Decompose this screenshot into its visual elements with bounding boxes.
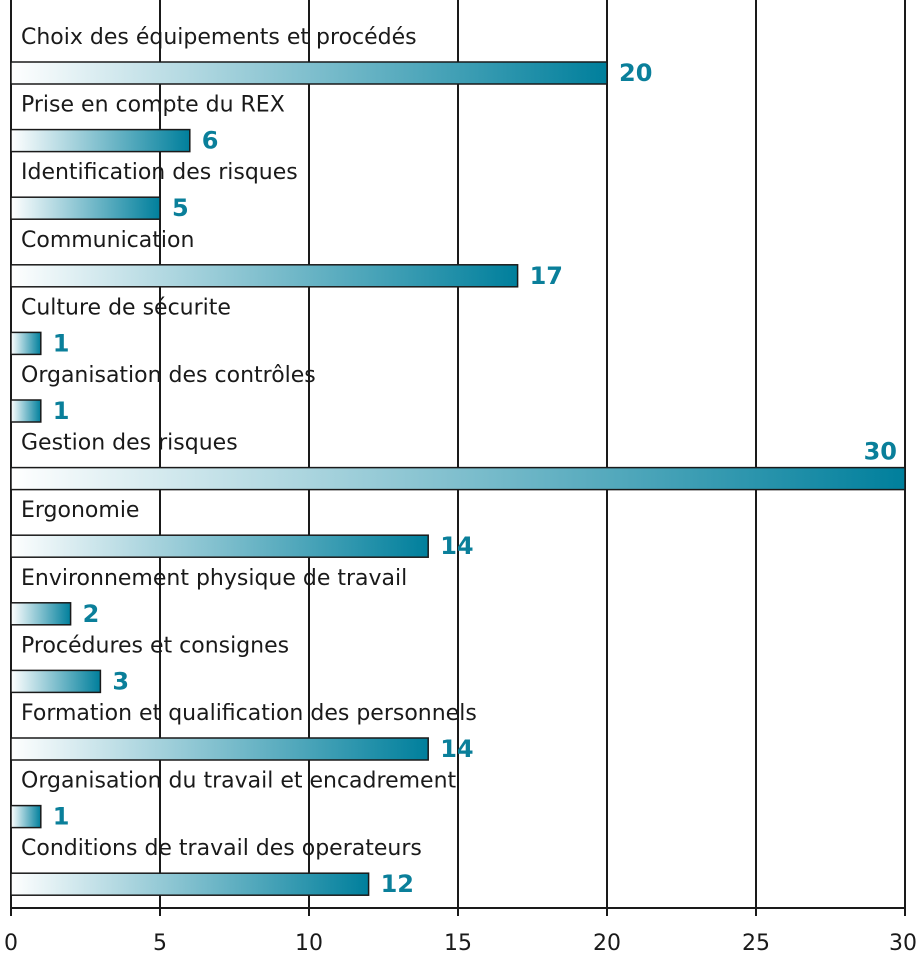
bar [10,872,370,896]
value-label: 3 [112,667,129,695]
x-tick-label: 20 [593,931,621,956]
category-label: Formation et qualification des personnel… [21,701,477,726]
category-label: Conditions de travail des operateurs [21,836,422,861]
category-label: Choix des équipements et procédés [21,25,417,50]
x-axis: 0 5 10 15 20 25 30 [4,907,917,956]
category-label: Communication [21,228,194,253]
bar [10,128,191,153]
value-label: 1 [53,329,70,357]
category-label: Organisation du travail et encadrement [21,769,457,794]
x-tick-label: 0 [4,931,18,956]
x-tick-label: 15 [444,931,472,956]
bar [10,669,102,694]
bar [10,399,42,423]
value-label: 6 [202,127,219,155]
category-label: Gestion des risques [21,431,238,456]
x-tick-label: 25 [742,931,770,956]
value-label: 1 [53,397,70,425]
category-label: Ergonomie [21,498,139,523]
value-label: 14 [440,532,473,560]
labels: Choix des équipements et procédés 20Prise… [21,25,897,898]
value-label: 2 [83,600,100,628]
x-tick-label: 5 [153,931,167,956]
category-label: Environnement physique de travail [21,566,407,591]
bar [10,466,906,491]
bar [10,602,72,626]
bars [10,61,906,896]
value-label: 5 [172,194,189,222]
category-label: Prise en compte du REX [21,93,285,118]
category-label: Culture de sécurite [21,295,231,320]
category-label: Organisation des contrôles [21,363,316,388]
value-label: 14 [440,735,473,763]
bar [10,331,42,356]
bar [10,196,161,220]
bar [10,804,42,829]
x-tick-label: 30 [889,931,917,956]
bar [10,737,429,761]
value-label: 17 [530,262,563,290]
value-label: 1 [53,803,70,831]
bar [10,264,519,288]
value-label: 20 [619,59,652,87]
bar [10,534,429,558]
value-label: 30 [864,438,897,466]
x-tick-label: 10 [295,931,323,956]
category-label: Identification des risques [21,160,298,185]
value-label: 12 [381,870,414,898]
category-label: Procédures et consignes [21,633,289,658]
bar [10,61,608,85]
